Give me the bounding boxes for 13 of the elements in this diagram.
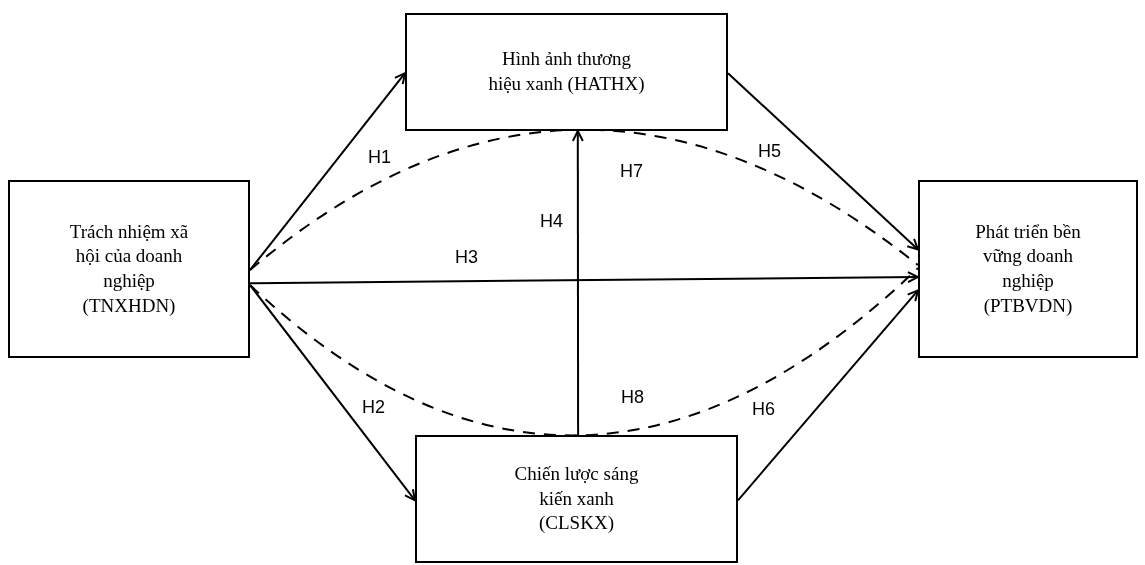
arrow <box>571 130 584 436</box>
concept-box <box>8 180 250 358</box>
concept-box <box>918 180 1138 358</box>
concept-box <box>405 13 728 131</box>
concept-box <box>415 435 738 563</box>
concept-label: Chiến lược sáng kiến xanh (CLSKX) <box>513 461 640 536</box>
arrow <box>737 289 919 502</box>
concept-label: Hình ảnh thương hiệu xanh (HATHX) <box>487 47 646 96</box>
arrow <box>249 271 919 285</box>
concept-label: Trách nhiệm xã hội của doanh nghiệp (TNXHDN) <box>68 219 190 318</box>
dashed-connector <box>249 267 919 437</box>
arrow <box>727 72 919 251</box>
concept-label: Phát triển bền vững doanh nghiệp (PTBVDN) <box>974 219 1082 318</box>
